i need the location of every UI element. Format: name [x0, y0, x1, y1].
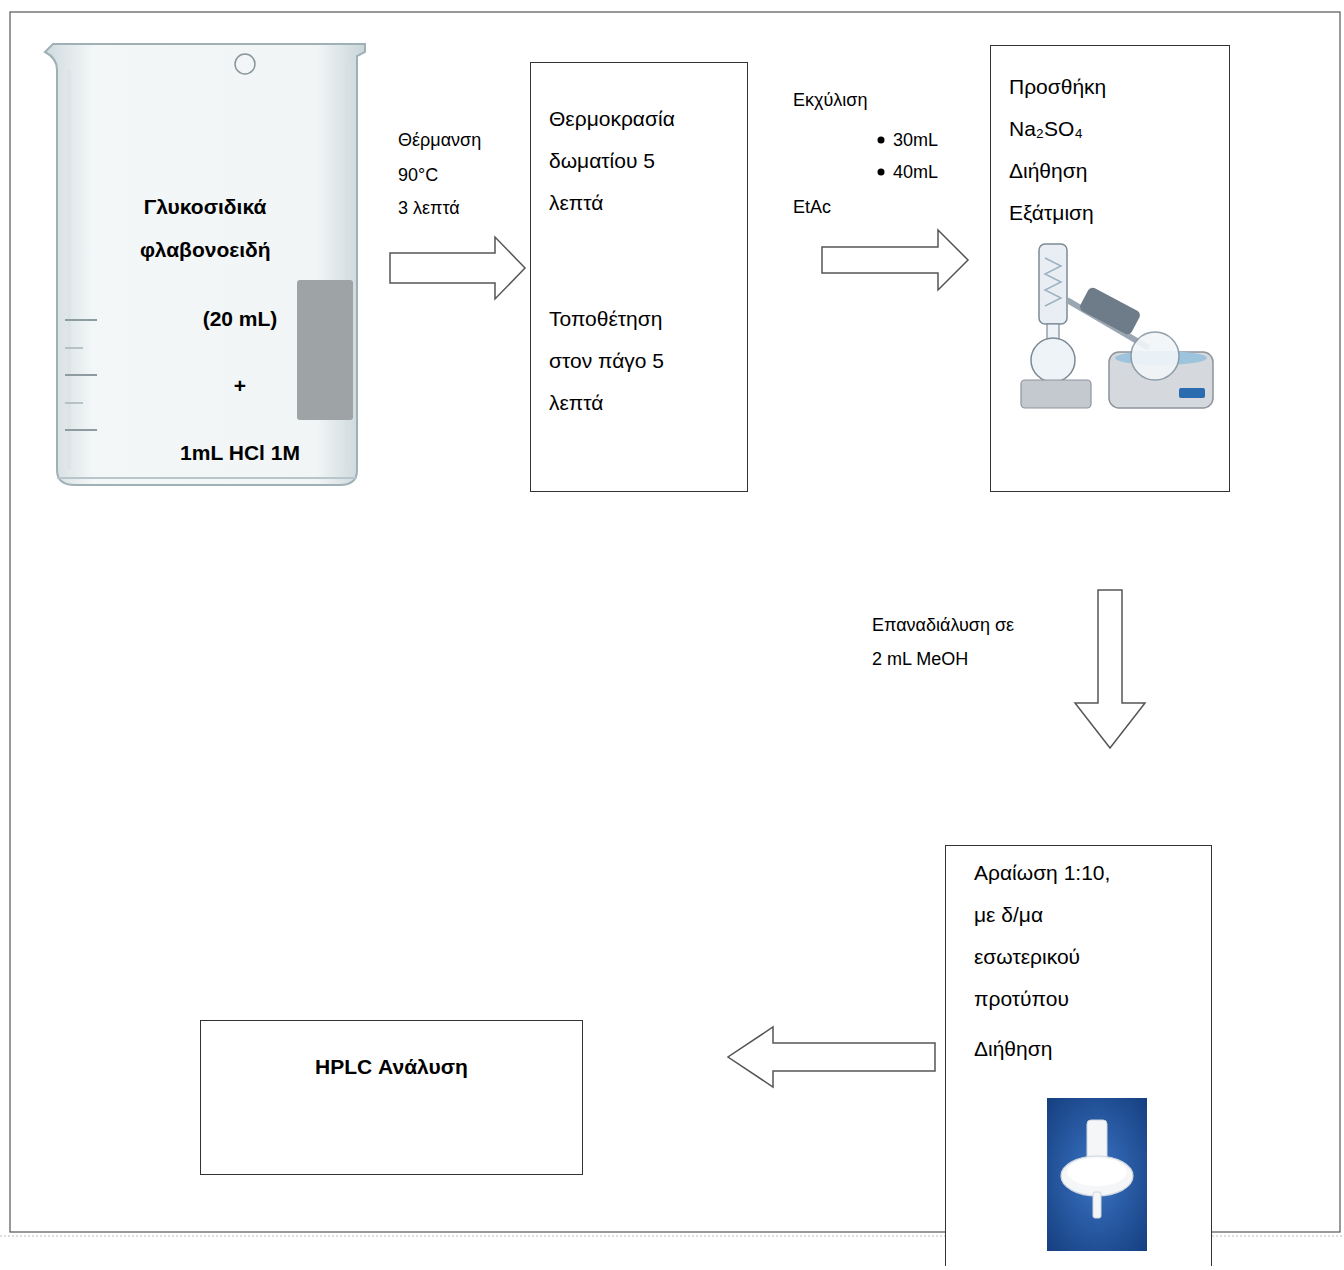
- syringe-filter: [1047, 1098, 1147, 1251]
- note-label: 30mL: [893, 129, 938, 151]
- node-text: (20 mL): [90, 298, 390, 340]
- node-text: Αραίωση 1:10, με δ/μα εσωτερικού προτύπο…: [974, 852, 1134, 1020]
- note-label: 3 λεπτά: [398, 197, 460, 219]
- node-text: Na₂SO₄: [1009, 108, 1219, 150]
- block-arrow: [390, 237, 525, 299]
- node-text: Τοποθέτηση στον πάγο 5 λεπτά: [549, 298, 709, 424]
- process-box: HPLC Ανάλυση: [200, 1020, 583, 1175]
- block-arrow: [1075, 590, 1145, 748]
- process-box: ΠροσθήκηNa₂SO₄ΔιήθησηΕξάτμιση: [990, 45, 1230, 492]
- bullet: [878, 137, 885, 144]
- note-label: 40mL: [893, 161, 938, 183]
- edge-label: Επαναδιάλυση σε 2 mL MeOH: [872, 608, 1019, 676]
- note-label: EtAc: [793, 196, 831, 218]
- bullet: [878, 169, 885, 176]
- edge-label: Εκχύλιση: [793, 89, 867, 111]
- block-arrow: [728, 1027, 935, 1087]
- node-text: Εξάτμιση: [1009, 192, 1219, 234]
- node-text: Διήθηση: [974, 1028, 1191, 1070]
- node-text: Διήθηση: [1009, 150, 1219, 192]
- node-text: Θερμοκρασία δωματίου 5 λεπτά: [549, 98, 709, 224]
- beaker-node: Γλυκοσιδικά φλαβονοειδή(20 mL)+1mL HCl 1…: [35, 30, 375, 490]
- node-text: HPLC Ανάλυση: [211, 1046, 572, 1088]
- node-text: +: [90, 365, 390, 407]
- node-text: Γλυκοσιδικά φλαβονοειδή: [140, 185, 270, 271]
- process-box: Αραίωση 1:10, με δ/μα εσωτερικού προτύπο…: [945, 845, 1212, 1266]
- process-box: Θερμοκρασία δωματίου 5 λεπτάΤοποθέτηση σ…: [530, 62, 748, 492]
- edge-label: Θέρμανση: [398, 129, 481, 151]
- block-arrow: [822, 230, 968, 290]
- node-text: 1mL HCl 1M: [90, 432, 390, 474]
- note-label: 90°C: [398, 164, 438, 186]
- rotary-evaporator: [1009, 240, 1219, 415]
- node-text: Προσθήκη: [1009, 66, 1219, 108]
